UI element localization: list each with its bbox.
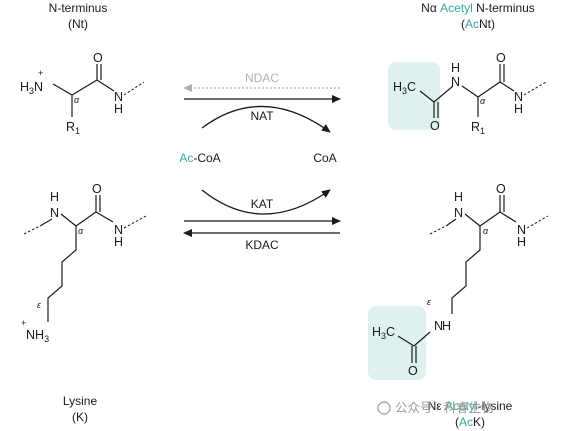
acetyl-n: N [451,75,460,89]
lysine-abbr: (K) [72,410,88,424]
lysine-title: Lysine [63,394,98,408]
ndac-label: NDAC [245,71,279,85]
watermark-text: 公众号 · 科睿生物 [395,400,494,415]
acetyl-o: O [430,119,440,133]
carbonyl-o: O [93,51,103,65]
ack-alpha: α [483,226,489,236]
watermark: 公众号 · 科睿生物 [377,400,494,415]
epsilon-label: ε [37,300,42,310]
nt-title: N-terminus [49,1,108,15]
nat-label: NAT [250,109,274,123]
amide-n-right: N [514,90,523,104]
ack-amide-h: H [517,235,526,249]
lys-amide-n: N [114,223,123,237]
lys-alpha: α [78,226,84,236]
acnt-title: Nα Acetyl N-terminus [421,1,535,15]
carbonyl-o-right: O [496,51,506,65]
ack-amide-n: N [517,223,526,237]
lysine-structure: H N α O N H ε + NH3 [21,182,147,344]
alpha-label: α [74,95,80,105]
ndac-arrow: NDAC [183,71,340,92]
amide-h-right: H [514,102,523,116]
lys-plus: + [21,318,26,328]
ack-ch3: H3C [372,325,395,341]
ack-title: Nε Acetyl-lysine [428,399,513,413]
ch3-atom: H3C [393,80,416,96]
lys-h: H [50,190,59,204]
amide-h: H [114,102,123,116]
ack-abbr: (AcK) [455,415,485,429]
wechat-icon [377,401,391,415]
ack-n: N [454,206,463,220]
ack-epsilon: ε [427,297,432,307]
ack-structure: H N α O N H ε N H H3C O [368,182,549,380]
acnt-structure: H3C O H N α R1 O N H [388,51,547,136]
amide-n: N [114,90,123,104]
acetyl-h: H [451,61,460,75]
ack-h: H [454,190,463,204]
kat-label: KAT [251,197,274,211]
lys-carbonyl-o: O [92,182,102,196]
kat-arrow: KAT [184,189,341,225]
ack-acetyl-o: O [408,364,418,378]
kdac-arrow: KDAC [183,229,340,252]
ack-side-n: N [434,319,443,333]
nt-abbr: (Nt) [68,17,88,31]
nt-structure: H3N + α R1 O N H [20,51,145,136]
r1-atom-right: R1 [471,120,485,136]
kdac-label: KDAC [245,238,279,252]
nat-arrow: NAT [184,95,341,133]
nh3-atom: NH3 [26,328,49,344]
alpha-label-right: α [480,96,486,106]
h3n-atom: H3N [20,80,43,96]
acetyl-highlight [388,62,440,130]
acnt-abbr: (AcNt) [461,17,495,31]
r1-atom: R1 [66,120,80,136]
ack-carbonyl-o: O [496,182,506,196]
coa-label: CoA [313,151,336,165]
plus-charge: + [38,68,43,78]
acetyl-coa-label: Ac-CoA [179,151,220,165]
lys-n: N [50,206,59,220]
ack-side-h: H [442,319,451,333]
lys-amide-h: H [114,235,123,249]
